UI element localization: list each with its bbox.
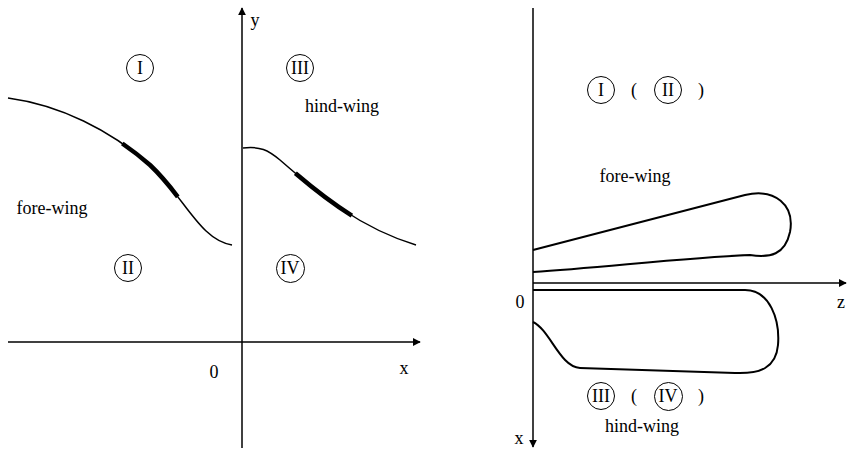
figure-label: ( xyxy=(631,387,637,405)
region-circle: III xyxy=(286,54,314,82)
hind-wing-thick-section xyxy=(243,148,416,246)
region-number: I xyxy=(137,59,143,77)
figure-label: hind-wing xyxy=(605,417,679,435)
hind-wing-planform xyxy=(533,290,778,373)
region-circle: IV xyxy=(276,254,305,283)
region-circle: III xyxy=(587,382,615,410)
figure-label: fore-wing xyxy=(600,167,671,185)
region-number: IV xyxy=(659,387,678,405)
region-circle: I xyxy=(587,76,615,104)
region-circle: IV xyxy=(654,382,683,411)
z-axis xyxy=(533,282,846,284)
figure-label: ( xyxy=(631,81,637,99)
figure-label: fore-wing xyxy=(17,199,88,217)
figure-label: hind-wing xyxy=(305,97,379,115)
figure-label: 0 xyxy=(210,363,219,381)
region-number: II xyxy=(122,259,134,277)
y-axis xyxy=(241,8,243,448)
region-circle: II xyxy=(654,76,682,104)
x-axis xyxy=(8,341,420,343)
region-number: III xyxy=(592,387,610,405)
region-number: I xyxy=(598,81,604,99)
figure-label: x xyxy=(400,359,409,377)
figure-label: ) xyxy=(698,81,704,99)
fore-wing-thick-section xyxy=(8,98,232,245)
region-circle: I xyxy=(126,54,154,82)
fore-wing-profile xyxy=(8,98,232,245)
fore-wing-planform xyxy=(533,193,791,272)
region-circle: II xyxy=(114,254,142,282)
region-number: II xyxy=(662,81,674,99)
figure-label: z xyxy=(837,293,845,311)
figure-label: 0 xyxy=(516,293,525,311)
figure-label: x xyxy=(515,429,524,447)
hind-wing-profile xyxy=(243,148,416,246)
figure-label: y xyxy=(251,11,260,29)
figure-label: ) xyxy=(698,387,704,405)
region-number: IV xyxy=(281,259,300,277)
region-number: III xyxy=(291,59,309,77)
x-axis-down xyxy=(532,8,534,447)
